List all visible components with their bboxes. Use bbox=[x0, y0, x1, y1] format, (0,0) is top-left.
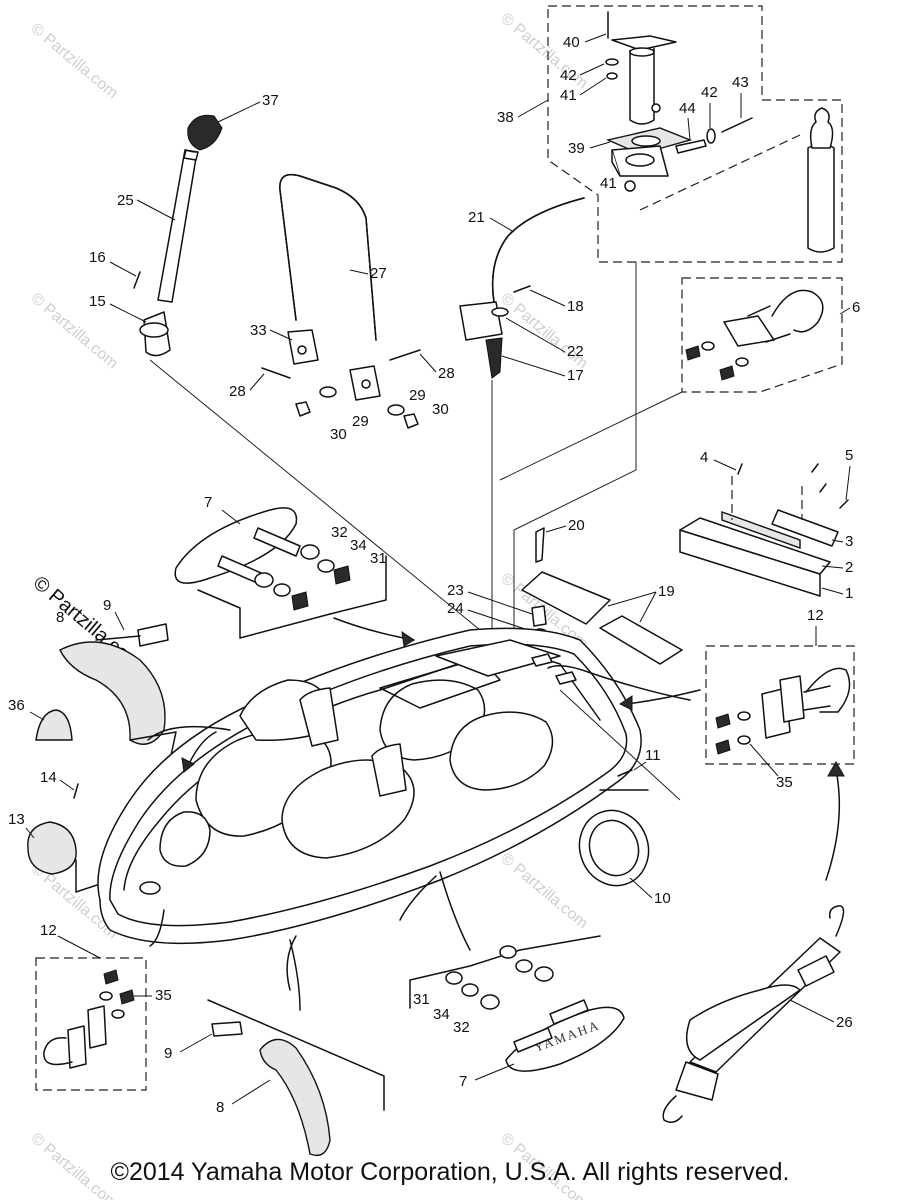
callout-35: 35 bbox=[776, 774, 793, 791]
grab-handle-8-bottom: 9 8 bbox=[164, 999, 385, 1157]
pointer-lines bbox=[147, 617, 845, 1011]
callout-29: 29 bbox=[409, 387, 426, 404]
callout-21: 21 bbox=[468, 209, 485, 226]
callout-24: 24 bbox=[447, 600, 464, 617]
callout-9: 9 bbox=[103, 597, 111, 614]
cable-assembly-21: 21 18 22 17 bbox=[459, 197, 637, 640]
callout-14: 14 bbox=[40, 769, 57, 786]
callout-11: 11 bbox=[645, 747, 661, 764]
callout-30: 30 bbox=[330, 426, 347, 443]
callout-36: 36 bbox=[8, 697, 25, 714]
callout-2: 2 bbox=[845, 559, 853, 576]
callout-26: 26 bbox=[836, 1014, 853, 1031]
handle-assembly-7-left: 7 32 34 31 bbox=[174, 494, 387, 639]
callout-44: 44 bbox=[679, 100, 696, 117]
rub-rail-assembly: 4 5 3 2 1 bbox=[679, 447, 853, 602]
callout-28: 28 bbox=[229, 383, 246, 400]
handle-assembly-7-right: YAMAHA 31 34 32 7 bbox=[409, 935, 625, 1090]
tow-eye-assembly-12-left: 12 35 bbox=[35, 922, 172, 1091]
callout-7: 7 bbox=[204, 494, 212, 511]
callout-8: 8 bbox=[216, 1099, 224, 1116]
pole-assembly-25: 37 25 16 15 bbox=[89, 92, 481, 631]
callout-16: 16 bbox=[89, 249, 106, 266]
callout-23: 23 bbox=[447, 582, 464, 599]
callout-20: 20 bbox=[568, 517, 585, 534]
callout-27: 27 bbox=[370, 265, 387, 282]
callout-18: 18 bbox=[567, 298, 584, 315]
dashed-assembly-38: 40 42 41 38 39 44 42 43 41 bbox=[497, 5, 843, 263]
left-side-parts: 9 8 36 14 13 bbox=[8, 597, 177, 893]
callout-41: 41 bbox=[560, 87, 577, 104]
callout-31: 31 bbox=[413, 991, 430, 1008]
ring-assembly-10: 11 10 bbox=[578, 747, 671, 907]
callout-32: 32 bbox=[453, 1019, 470, 1036]
callout-9: 9 bbox=[164, 1045, 172, 1062]
callout-1: 1 bbox=[845, 585, 853, 602]
watermark: © Partzilla.com bbox=[497, 850, 591, 932]
callout-41: 41 bbox=[600, 175, 617, 192]
callout-19: 19 bbox=[658, 583, 675, 600]
watermark: © Partzilla.com bbox=[27, 20, 121, 102]
callout-33: 33 bbox=[250, 322, 267, 339]
rail-assembly-27: 27 33 28 28 29 29 30 30 bbox=[229, 173, 455, 443]
callout-34: 34 bbox=[350, 537, 367, 554]
callout-13: 13 bbox=[8, 811, 25, 828]
callout-25: 25 bbox=[117, 192, 134, 209]
plate-assembly-19: 20 19 23 24 bbox=[447, 517, 683, 665]
callout-15: 15 bbox=[89, 293, 106, 310]
callout-43: 43 bbox=[732, 74, 749, 91]
callout-35: 35 bbox=[155, 987, 172, 1004]
callout-42: 42 bbox=[701, 84, 718, 101]
tow-eye-assembly-12-right: 12 35 bbox=[705, 607, 855, 791]
callout-39: 39 bbox=[568, 140, 585, 157]
callout-4: 4 bbox=[700, 449, 708, 466]
callout-32: 32 bbox=[331, 524, 348, 541]
callout-29: 29 bbox=[352, 413, 369, 430]
callout-40: 40 bbox=[563, 34, 580, 51]
callout-17: 17 bbox=[567, 367, 584, 384]
callout-7: 7 bbox=[459, 1073, 467, 1090]
callout-42: 42 bbox=[560, 67, 577, 84]
callout-8: 8 bbox=[56, 609, 64, 626]
callout-3: 3 bbox=[845, 533, 853, 550]
callout-34: 34 bbox=[433, 1006, 450, 1023]
callout-5: 5 bbox=[845, 447, 853, 464]
tie-down-strap-26: 26 bbox=[662, 905, 853, 1123]
callout-6: 6 bbox=[852, 299, 860, 316]
callout-30: 30 bbox=[432, 401, 449, 418]
callout-12: 12 bbox=[40, 922, 57, 939]
callout-10: 10 bbox=[654, 890, 671, 907]
cleat-assembly-6: 6 bbox=[499, 277, 860, 481]
callout-38: 38 bbox=[497, 109, 514, 126]
copyright-notice: ©2014 Yamaha Motor Corporation, U.S.A. A… bbox=[110, 1158, 790, 1186]
callout-28: 28 bbox=[438, 365, 455, 382]
callout-22: 22 bbox=[567, 343, 584, 360]
watermark: © Partzilla.com bbox=[497, 10, 591, 92]
watermark: © Partzilla.com bbox=[27, 290, 121, 372]
boat-hull bbox=[97, 627, 681, 945]
callout-37: 37 bbox=[262, 92, 279, 109]
callout-12: 12 bbox=[807, 607, 824, 624]
callout-31: 31 bbox=[370, 550, 387, 567]
